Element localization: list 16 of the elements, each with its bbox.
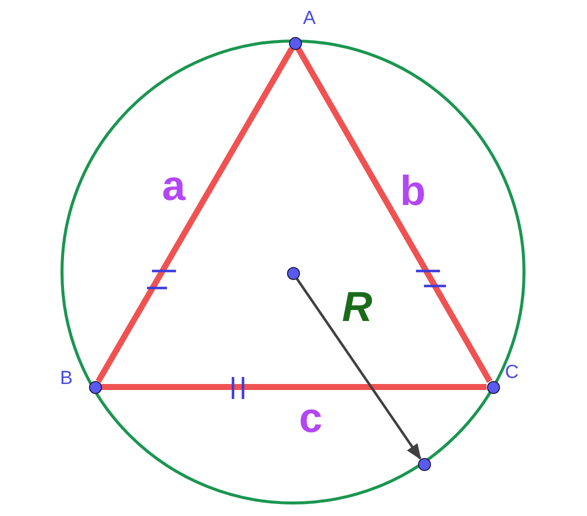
radius-arrow — [296, 278, 422, 460]
point-marker — [288, 36, 302, 50]
side-label: b — [400, 170, 426, 212]
vertex-label: A — [303, 8, 316, 30]
point-marker — [286, 266, 300, 280]
vertex-label: B — [60, 368, 73, 390]
point-marker — [88, 380, 102, 394]
point-marker — [418, 458, 430, 470]
triangle-side — [96, 47, 294, 383]
triangle-side — [102, 384, 486, 390]
vertex-label: C — [505, 362, 519, 384]
point-marker — [486, 380, 500, 394]
radius-label: R — [342, 286, 372, 328]
side-label: a — [162, 165, 186, 207]
triangle-side — [296, 47, 492, 383]
side-label: c — [299, 397, 322, 439]
